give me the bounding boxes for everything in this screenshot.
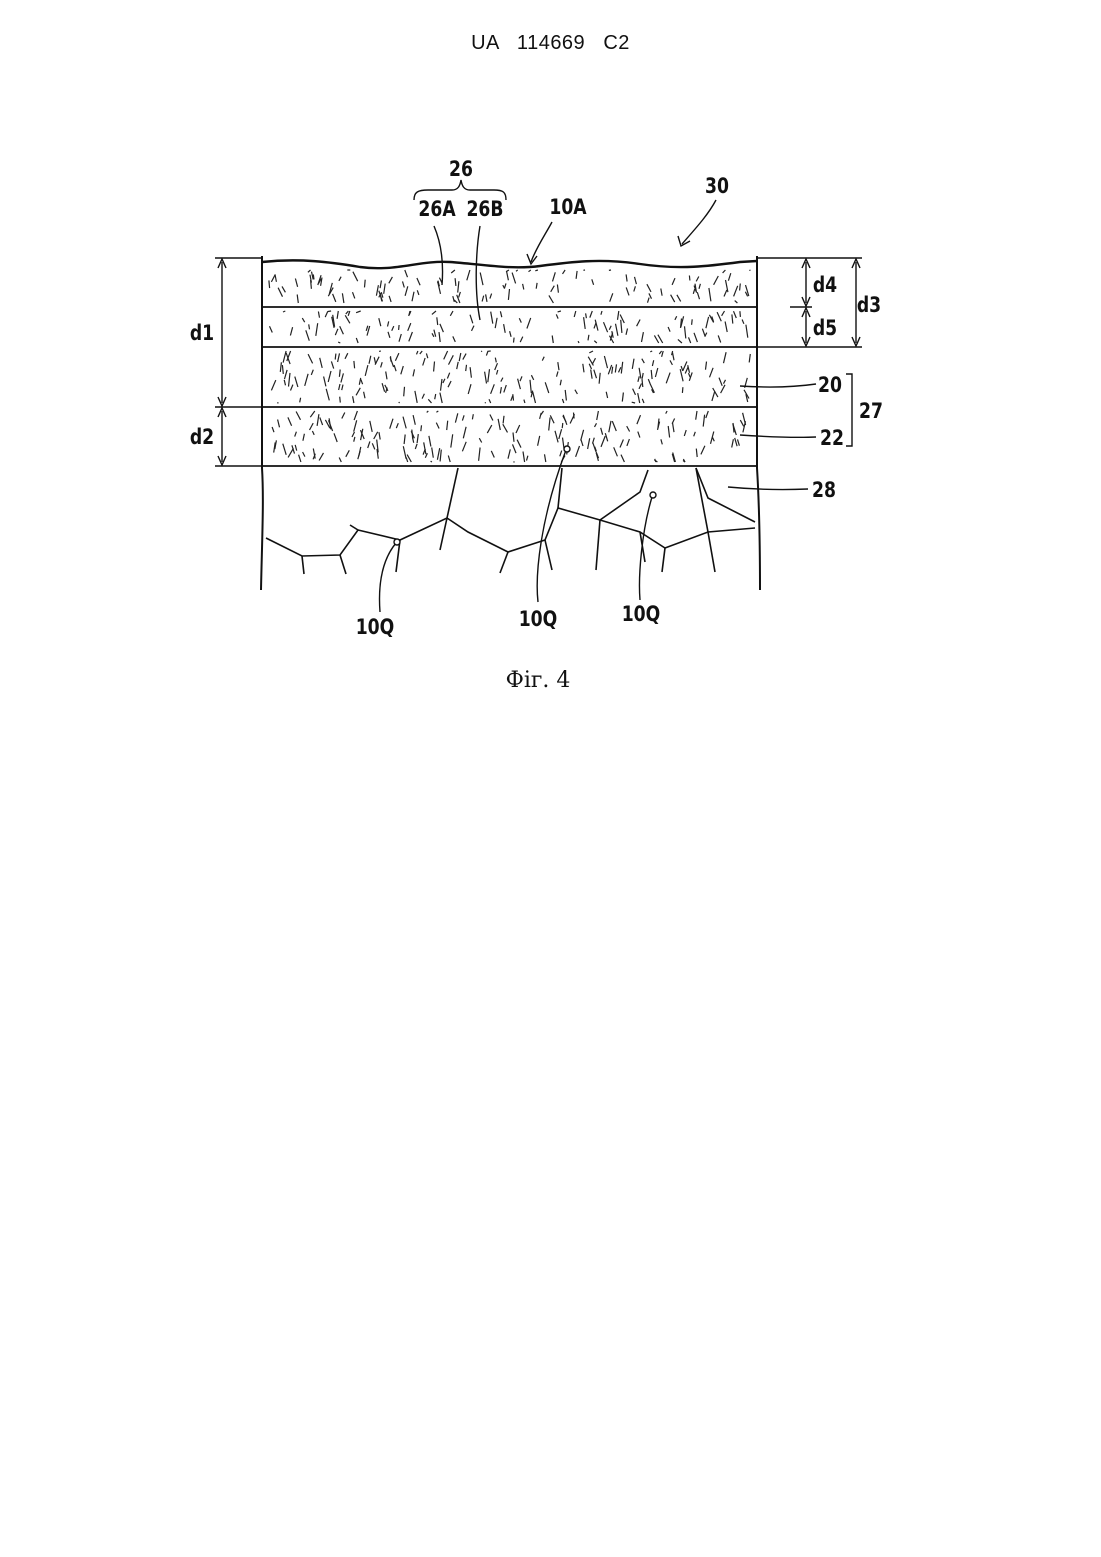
layer-structure-figure: 26 26A 26B 10A 30 d1 d2 d3 d4 d5 20 22 2…: [0, 0, 1101, 720]
label-d2: d2: [190, 424, 214, 449]
label-20: 20: [818, 372, 842, 397]
label-d5: d5: [813, 315, 837, 340]
surface-10A-line: [262, 260, 757, 268]
label-10Q-middle: 10Q: [519, 606, 558, 631]
reference-labels: 26 26A 26B 10A 30 d1 d2 d3 d4 d5 20 22 2…: [190, 156, 883, 639]
label-26A: 26A: [418, 196, 455, 221]
label-10Q-left: 10Q: [356, 614, 395, 639]
right-wall: [757, 256, 760, 590]
leader-lines: [380, 180, 852, 612]
dimension-d3-d4-d5: [757, 258, 862, 347]
label-10A: 10A: [549, 194, 586, 219]
label-d3: d3: [857, 292, 881, 317]
label-28: 28: [812, 477, 836, 502]
crystal-hatching: [269, 270, 751, 462]
label-10Q-right: 10Q: [622, 601, 661, 626]
substrate-grains: [266, 468, 755, 574]
label-22: 22: [820, 425, 844, 450]
label-27: 27: [859, 398, 883, 423]
figure-caption: Фіг. 4: [506, 668, 571, 693]
label-26: 26: [449, 156, 473, 181]
dimension-d1-d2: [215, 258, 262, 466]
label-30: 30: [705, 173, 729, 198]
label-d4: d4: [813, 272, 837, 297]
label-26B: 26B: [466, 196, 503, 221]
label-d1: d1: [190, 320, 214, 345]
